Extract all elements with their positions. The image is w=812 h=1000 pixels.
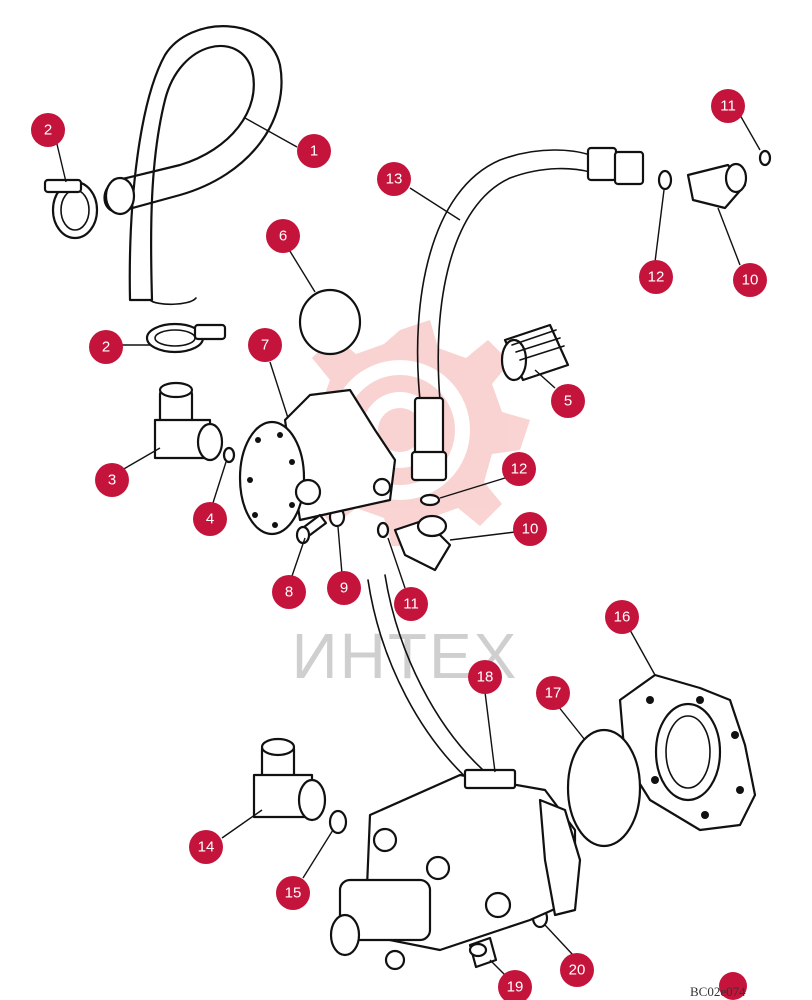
mounting-plate-part-16 — [618, 673, 757, 832]
svg-text:3: 3 — [108, 472, 116, 489]
hose-clamp-part-2-top — [43, 178, 99, 240]
svg-text:9: 9 — [340, 580, 348, 597]
svg-text:2: 2 — [102, 339, 110, 356]
callout: 11 — [394, 587, 428, 621]
callout: 6 — [266, 219, 300, 253]
svg-text:1: 1 — [310, 143, 318, 160]
callout: 19 — [498, 970, 532, 1000]
callout: 13 — [377, 162, 411, 196]
callout: 9 — [327, 571, 361, 605]
callout: 2 — [31, 113, 65, 147]
elbow-fitting-part-3 — [153, 381, 224, 462]
callout: 5 — [551, 384, 585, 418]
svg-text:15: 15 — [285, 885, 302, 902]
svg-text:7: 7 — [261, 337, 269, 354]
bolt-part-19 — [468, 936, 498, 969]
svg-text:18: 18 — [477, 669, 494, 686]
main-pump-part-18 — [329, 768, 582, 971]
svg-text:8: 8 — [285, 584, 293, 601]
svg-text:16: 16 — [614, 609, 631, 626]
callout: 18 — [468, 660, 502, 694]
code-marker — [719, 972, 747, 1000]
svg-text:4: 4 — [206, 511, 214, 528]
elbow-fitting-part-10-lower — [393, 514, 452, 572]
svg-text:12: 12 — [511, 461, 528, 478]
o-ring-part-17 — [566, 728, 642, 848]
svg-text:5: 5 — [564, 393, 572, 410]
svg-text:10: 10 — [742, 272, 759, 289]
svg-text:13: 13 — [386, 171, 403, 188]
callout: 12 — [639, 260, 673, 294]
bolt-part-8 — [295, 513, 328, 545]
callout: 1 — [297, 134, 331, 168]
hydraulic-hose-part-13 — [410, 146, 645, 482]
o-ring-part-12-upper — [657, 169, 673, 191]
o-ring-part-12-lower — [419, 493, 441, 507]
o-ring-part-11-upper — [758, 149, 772, 167]
callout: 7 — [248, 328, 282, 362]
svg-text:20: 20 — [569, 962, 586, 979]
elbow-fitting-part-14 — [252, 737, 327, 822]
tube-line-inner — [384, 574, 493, 779]
callout: 14 — [189, 830, 223, 864]
svg-text:12: 12 — [648, 269, 665, 286]
hose-part-1 — [103, 25, 283, 306]
o-ring-part-15 — [328, 809, 348, 835]
tube-line — [367, 579, 481, 791]
svg-text:11: 11 — [403, 596, 419, 613]
callout: 11 — [711, 89, 745, 123]
callout: 10 — [513, 512, 547, 546]
callout: 4 — [193, 502, 227, 536]
callout: 20 — [560, 953, 594, 987]
pump-housing-part-7 — [238, 388, 397, 536]
o-ring-part-6 — [298, 288, 362, 356]
callout: 15 — [276, 876, 310, 910]
drawing-code: BC02e074 — [690, 984, 746, 999]
spline-coupling-part-5 — [500, 323, 570, 382]
o-ring-part-4 — [222, 446, 236, 464]
svg-text:10: 10 — [522, 521, 539, 538]
callout: 16 — [605, 600, 639, 634]
hose-clamp-part-2-bottom — [145, 322, 227, 354]
o-ring-part-11-lower — [376, 521, 390, 539]
svg-text:6: 6 — [279, 228, 287, 245]
elbow-fitting-part-10-upper — [686, 162, 748, 210]
svg-text:11: 11 — [720, 98, 736, 115]
svg-text:19: 19 — [507, 979, 524, 996]
callout: 3 — [95, 463, 129, 497]
callout: 8 — [272, 575, 306, 609]
svg-text:2: 2 — [44, 122, 52, 139]
callout: 2 — [89, 330, 123, 364]
svg-text:14: 14 — [198, 839, 215, 856]
callout: 12 — [502, 452, 536, 486]
svg-text:17: 17 — [545, 685, 562, 702]
callout: 17 — [536, 676, 570, 710]
callout: 10 — [733, 263, 767, 297]
